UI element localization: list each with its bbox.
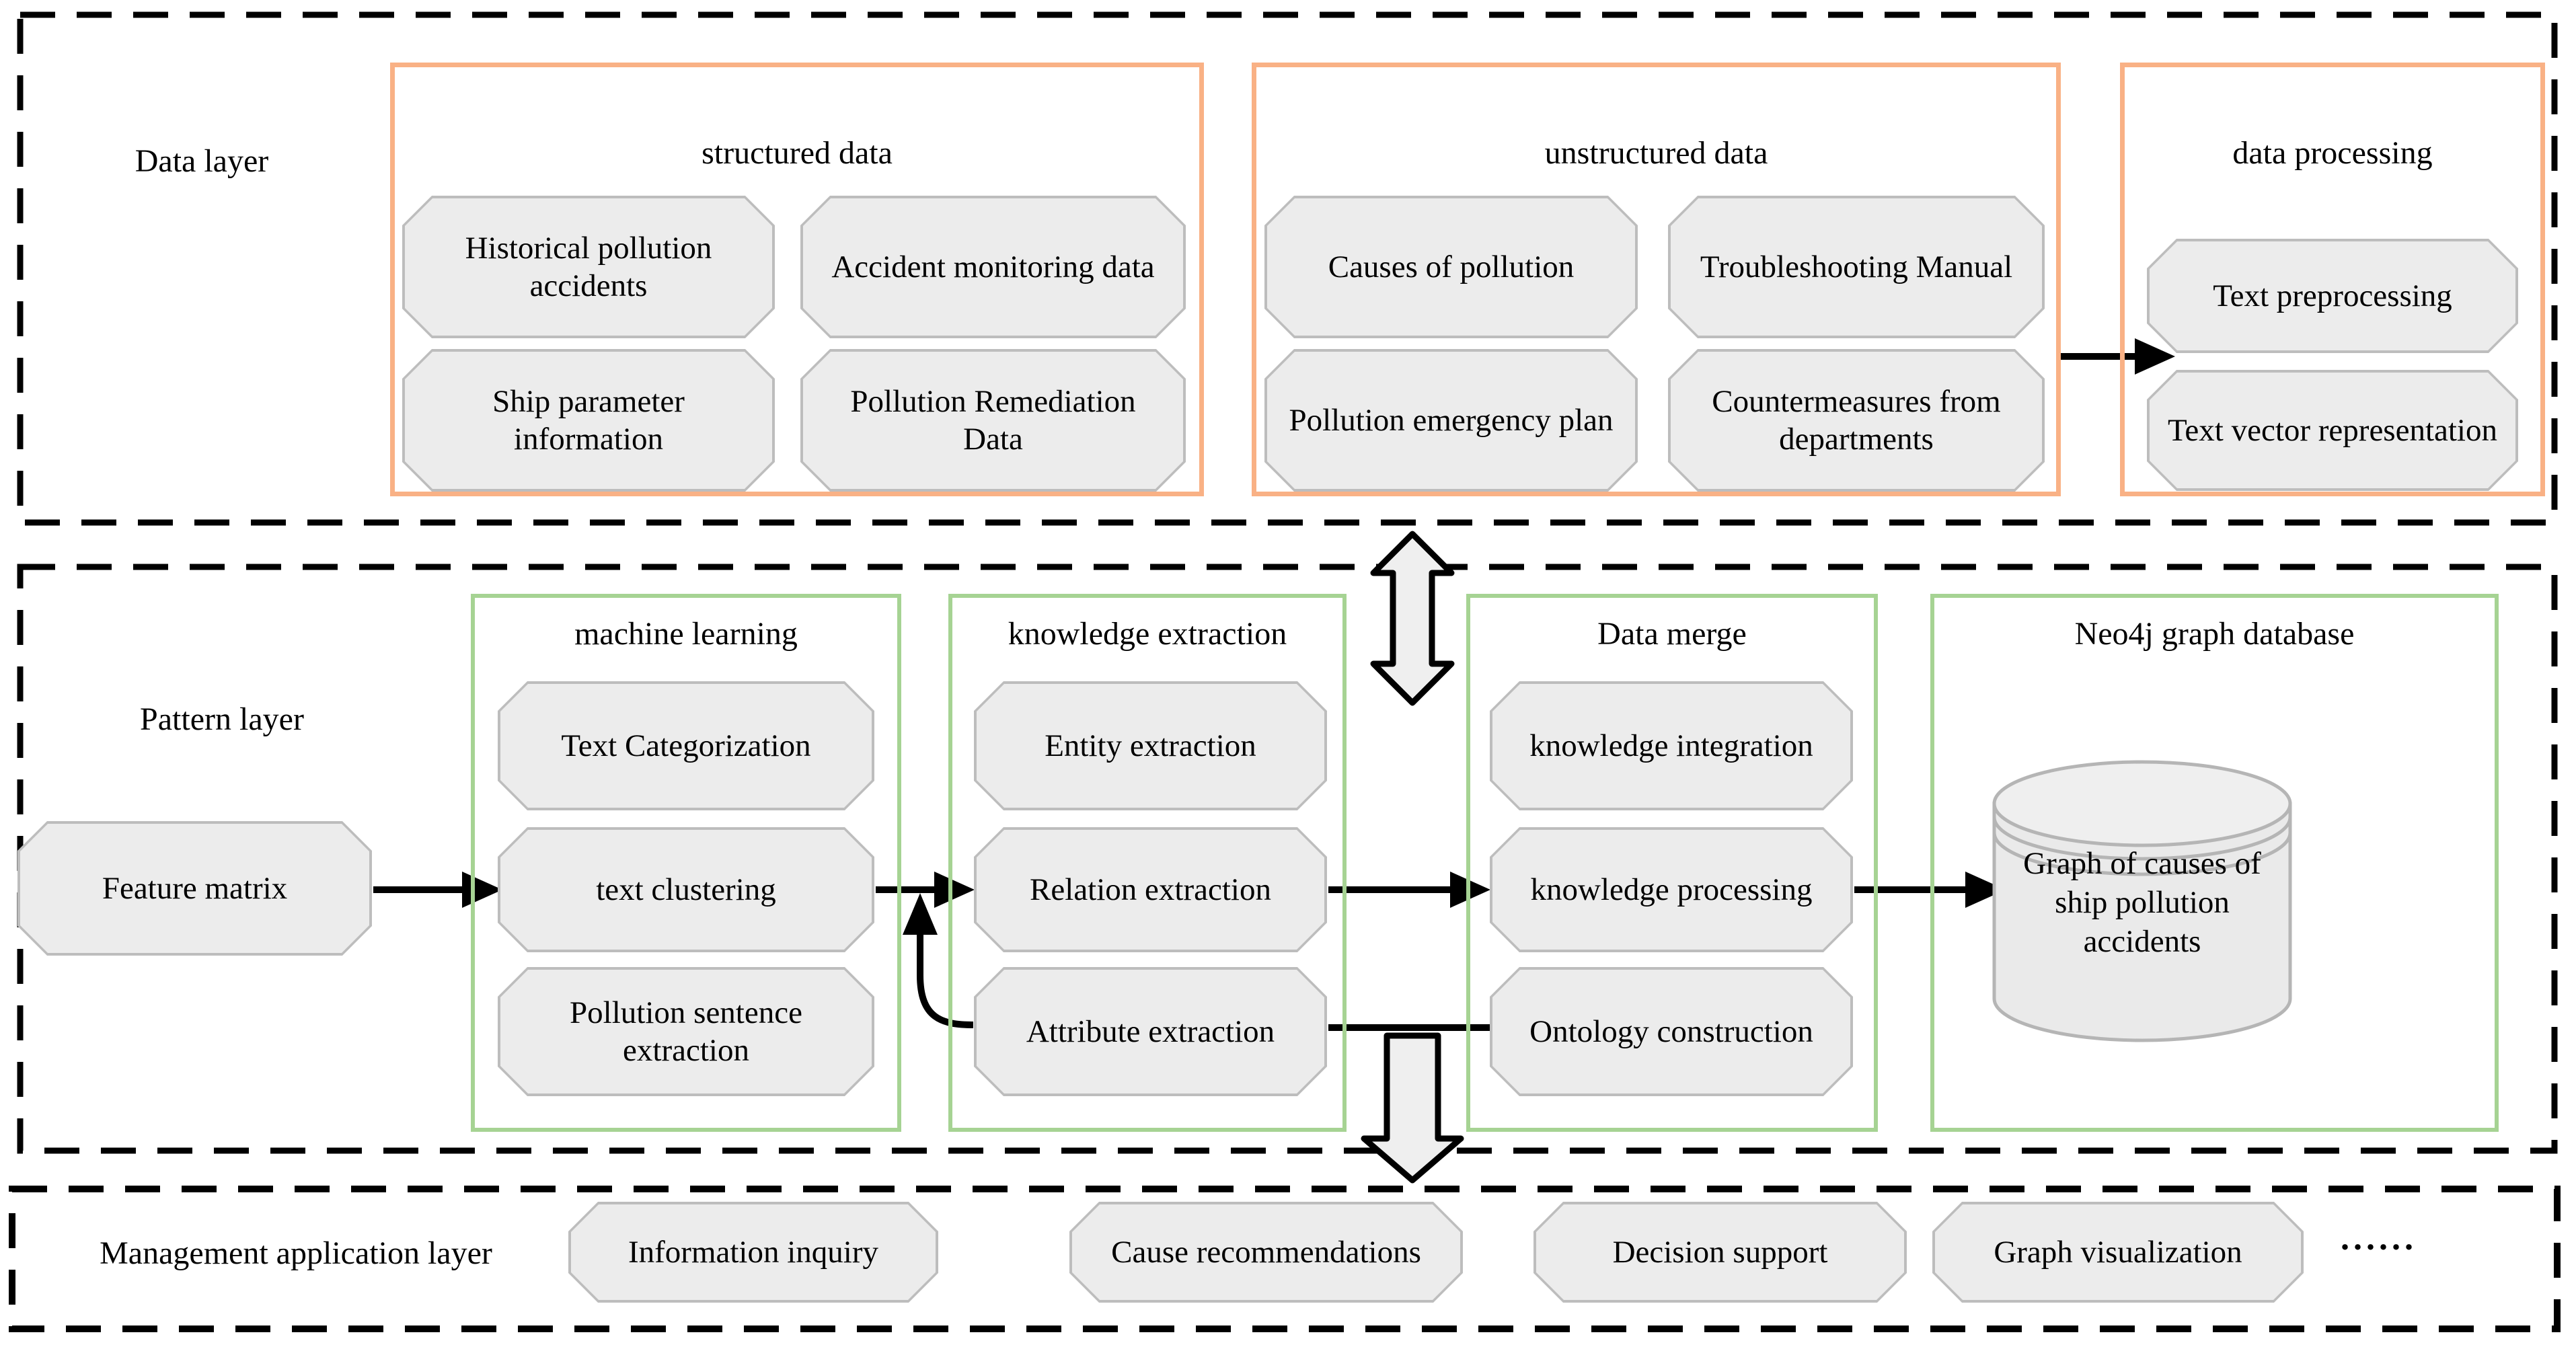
node-attribute-extraction: Attribute extraction — [974, 967, 1327, 1096]
node-label: knowledge processing — [1492, 830, 1850, 950]
node-ontology-construction: Ontology construction — [1490, 967, 1853, 1096]
node-label: Decision support — [1536, 1204, 1904, 1300]
database-cylinder-rim1 — [1992, 816, 2292, 861]
node-label: Graph visualization — [1935, 1204, 2301, 1300]
node-pollution-remediation-data: Pollution Remediation Data — [800, 349, 1186, 492]
node-label: Pollution emergency plan — [1267, 352, 1635, 489]
database-cylinder-top — [1992, 760, 2292, 847]
node-knowledge-integration: knowledge integration — [1490, 681, 1853, 810]
node-label: Pollution Remediation Data — [803, 352, 1183, 489]
arrowhead-clustering-to-relation — [934, 872, 975, 908]
management-layer-label: Management application layer — [100, 1235, 492, 1271]
node-label: Causes of pollution — [1267, 198, 1635, 336]
node-text-categorization: Text Categorization — [498, 681, 874, 810]
node-label: Troubleshooting Manual — [1671, 198, 2042, 336]
node-historical-pollution-accidents: Historical pollution accidents — [402, 196, 775, 338]
node-pollution-sentence-extraction: Pollution sentence extraction — [498, 967, 874, 1096]
double-arrow-data-pattern — [1370, 531, 1455, 706]
node-pollution-emergency-plan: Pollution emergency plan — [1264, 349, 1638, 492]
node-countermeasures-from-departments: Countermeasures from departments — [1668, 349, 2045, 492]
data-processing-group — [2120, 63, 2545, 496]
node-label: Feature matrix — [20, 824, 369, 953]
node-ship-parameter-information: Ship parameter information — [402, 349, 775, 492]
node-label: Text vector representation — [2150, 373, 2515, 488]
node-label: text clustering — [500, 830, 872, 950]
node-text-vector-representation: Text vector representation — [2147, 370, 2518, 491]
arrowhead-processing-to-database — [1965, 872, 2006, 908]
knowledge-extraction-title: knowledge extraction — [1008, 616, 1287, 652]
node-label: Pollution sentence extraction — [500, 970, 872, 1093]
node-information-inquiry: Information inquiry — [568, 1202, 938, 1303]
node-cause-recommendations: Cause recommendations — [1069, 1202, 1463, 1303]
node-label: Accident monitoring data — [803, 198, 1183, 336]
data-layer-frame — [17, 11, 2558, 526]
node-label: Text Categorization — [500, 684, 872, 808]
node-label: Countermeasures from departments — [1671, 352, 2042, 489]
data-merge-group — [1466, 594, 1878, 1132]
machine-learning-title: machine learning — [574, 616, 798, 652]
node-label: Attribute extraction — [977, 970, 1324, 1093]
node-label: Entity extraction — [977, 684, 1324, 808]
node-label: Ship parameter information — [405, 352, 772, 489]
node-relation-extraction: Relation extraction — [974, 827, 1327, 952]
pattern-layer-label: Pattern layer — [140, 701, 304, 737]
database-cylinder-rim2 — [1992, 832, 2292, 876]
management-layer-frame — [9, 1186, 2561, 1332]
structured-data-group — [390, 63, 1204, 496]
node-label: Relation extraction — [977, 830, 1324, 950]
node-troubleshooting-manual: Troubleshooting Manual — [1668, 196, 2045, 338]
machine-learning-group — [471, 594, 901, 1132]
arrowhead-relation-to-processing — [1450, 872, 1490, 908]
node-label: Ontology construction — [1492, 970, 1850, 1093]
node-causes-of-pollution: Causes of pollution — [1264, 196, 1638, 338]
data-processing-title: data processing — [2232, 135, 2433, 171]
node-knowledge-processing: knowledge processing — [1490, 827, 1853, 952]
node-label: Historical pollution accidents — [405, 198, 772, 336]
node-text-preprocessing: Text preprocessing — [2147, 239, 2518, 353]
ellipsis-more-applications: ...... — [2341, 1219, 2417, 1258]
data-layer-label: Data layer — [135, 143, 269, 179]
node-accident-monitoring-data: Accident monitoring data — [800, 196, 1186, 338]
arrowhead-attribute-to-relation — [903, 893, 938, 935]
structured-data-title: structured data — [702, 135, 893, 171]
node-entity-extraction: Entity extraction — [974, 681, 1327, 810]
node-label: knowledge integration — [1492, 684, 1850, 808]
database-label: Graph of causes of ship pollution accide… — [2023, 846, 2261, 959]
down-arrow-pattern-management — [1361, 1032, 1464, 1184]
node-graph-visualization: Graph visualization — [1932, 1202, 2304, 1303]
arrow-attribute-to-relation-curve — [917, 905, 974, 1028]
unstructured-data-group — [1252, 63, 2061, 496]
node-decision-support: Decision support — [1533, 1202, 1907, 1303]
neo4j-group — [1930, 594, 2499, 1132]
knowledge-extraction-group — [948, 594, 1347, 1132]
node-label: Text preprocessing — [2150, 241, 2515, 350]
database-cylinder-body — [1992, 802, 2292, 1042]
unstructured-data-title: unstructured data — [1544, 135, 1768, 171]
data-merge-title: Data merge — [1597, 616, 1747, 652]
neo4j-title: Neo4j graph database — [2074, 616, 2355, 652]
node-label: Information inquiry — [571, 1204, 936, 1300]
node-label: Cause recommendations — [1072, 1204, 1460, 1300]
arrowhead-unstructured-to-preprocessing — [2135, 338, 2175, 375]
node-text-clustering: text clustering — [498, 827, 874, 952]
node-feature-matrix: Feature matrix — [17, 821, 372, 956]
